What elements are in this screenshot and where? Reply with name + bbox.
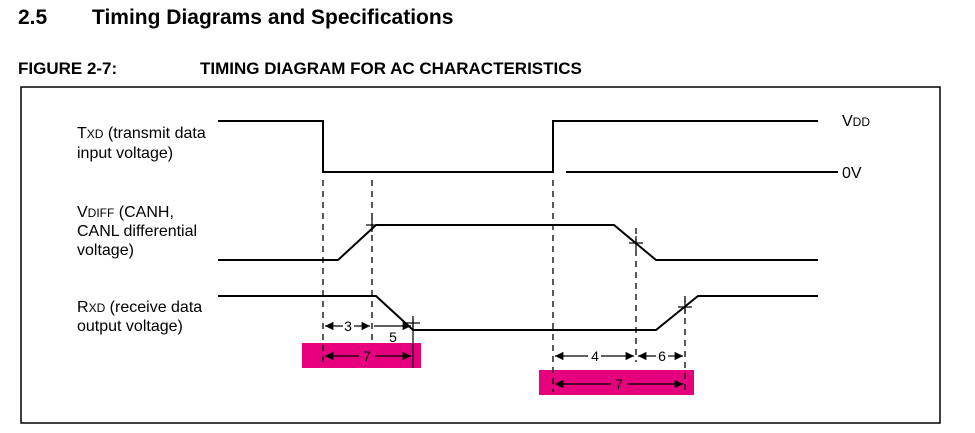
vdd-level-label: VDD <box>842 113 870 130</box>
timing-label-7-right: 7 <box>615 376 623 392</box>
txd-waveform <box>218 120 818 173</box>
rxd-label-line1: RXD (receive data <box>77 299 202 316</box>
rxd-label-line2: output voltage) <box>77 318 183 335</box>
vdiff-label-line3: voltage) <box>77 242 134 259</box>
figure-caption: FIGURE 2-7: TIMING DIAGRAM FOR AC CHARACT… <box>18 59 582 79</box>
figure-frame <box>20 86 941 424</box>
timing-label-3: 3 <box>344 318 352 334</box>
txd-label-line1: TXD (transmit data <box>77 125 206 142</box>
highlight-box-right <box>539 370 694 395</box>
section-title: Timing Diagrams and Specifications <box>92 6 454 29</box>
vdiff-label-line2: CANL differential <box>77 223 197 240</box>
txd-label-line2: input voltage) <box>77 145 173 162</box>
vdiff-waveform <box>218 224 818 261</box>
section-heading: 2.5 Timing Diagrams and Specifications <box>18 6 453 30</box>
rxd-waveform <box>218 295 818 331</box>
timing-label-7-left: 7 <box>363 348 371 364</box>
section-number: 2.5 <box>18 6 48 29</box>
figure-number: FIGURE 2-7: <box>18 59 118 78</box>
timing-label-6: 6 <box>658 348 666 364</box>
crossing-marks <box>366 218 692 330</box>
zero-volt-level-label: 0V <box>842 165 862 182</box>
timing-label-4: 4 <box>591 348 599 364</box>
timing-label-5: 5 <box>389 329 397 345</box>
figure-title: TIMING DIAGRAM FOR AC CHARACTERISTICS <box>200 59 582 78</box>
vdiff-label-line1: VDIFF (CANH, <box>77 204 174 221</box>
